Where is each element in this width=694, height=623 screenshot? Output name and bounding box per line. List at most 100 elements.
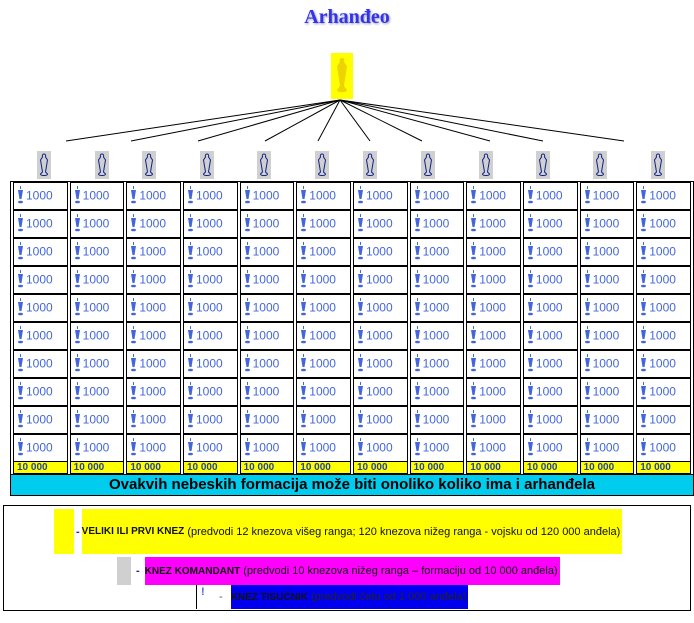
thousand-icon xyxy=(74,409,81,431)
thousand-icon xyxy=(640,325,647,347)
cell-value: 1000 xyxy=(422,440,450,455)
cell-value: 1000 xyxy=(252,244,280,259)
thousand-icon xyxy=(187,213,194,235)
cell-value: 1000 xyxy=(26,188,53,203)
thousand-icon xyxy=(357,437,364,459)
cell-value: 1000 xyxy=(649,244,676,259)
cell-value: 1000 xyxy=(535,300,563,315)
cell-value: 1000 xyxy=(309,244,336,259)
cell-value: 1000 xyxy=(535,384,563,399)
thousand-icon xyxy=(414,269,421,291)
grid-cell: 1000 xyxy=(466,182,521,210)
grid-cell: 1000 xyxy=(239,406,295,434)
thousand-icon xyxy=(640,381,647,403)
thousand-icon xyxy=(640,185,647,207)
formation-banner: Ovakvih nebeskih formacija može biti ono… xyxy=(11,474,693,495)
thousand-icon xyxy=(584,241,591,263)
cell-value: 1000 xyxy=(592,188,620,203)
cell-value: 1000 xyxy=(82,244,110,259)
grid-cell: 1000 xyxy=(296,322,351,350)
legend-item-great-prince: - VELIKI ILI PRVI KNEZ (predvodi 12 knez… xyxy=(54,509,623,554)
legend: - VELIKI ILI PRVI KNEZ (predvodi 12 knez… xyxy=(3,505,691,611)
grid-cell: 1000 xyxy=(126,434,181,462)
commander-icon xyxy=(479,151,493,179)
grid-cell: 1000 xyxy=(69,266,125,294)
grid-cell: 1000 xyxy=(409,434,465,462)
thousand-icon xyxy=(244,185,251,207)
cell-value: 1000 xyxy=(195,384,223,399)
commander-icon xyxy=(257,151,271,179)
hierarchy-line xyxy=(65,99,341,142)
grid-cell: 1000 xyxy=(466,294,521,322)
cell-value: 1000 xyxy=(252,328,280,343)
grid-cell: 1000 xyxy=(13,350,68,378)
grid-cell: 1000 xyxy=(409,238,465,266)
grid-cell: 1000 xyxy=(296,406,351,434)
thousand-icon xyxy=(17,297,24,319)
hierarchy-line xyxy=(197,99,341,142)
thousand-icon xyxy=(130,409,137,431)
cell-value: 1000 xyxy=(365,300,393,315)
cell-value: 1000 xyxy=(309,440,336,455)
thousand-icon: ! xyxy=(201,586,205,598)
grid-cell: 1000 xyxy=(182,238,238,266)
grid-cell: 1000 xyxy=(352,406,408,434)
cell-value: 1000 xyxy=(649,356,676,371)
grid-cell: 1000 xyxy=(126,350,181,378)
hierarchy-line xyxy=(339,99,544,142)
grid-cell: 1000 xyxy=(296,266,351,294)
grid-cell: 1000 xyxy=(409,378,465,406)
cell-value: 1000 xyxy=(365,188,393,203)
grid-cell: 1000 xyxy=(182,210,238,238)
grid-cell: 1000 xyxy=(239,238,295,266)
thousand-icon xyxy=(584,185,591,207)
grid-cell: 1000 xyxy=(239,182,295,210)
grid-cell: 1000 xyxy=(352,378,408,406)
cell-value: 1000 xyxy=(139,412,167,427)
cell-value: 1000 xyxy=(535,412,563,427)
grid-cell: 1000 xyxy=(239,210,295,238)
cell-value: 1000 xyxy=(649,328,676,343)
cell-value: 1000 xyxy=(82,300,110,315)
grid-cell: 1000 xyxy=(182,294,238,322)
legend-item-commander: - KNEZ KOMANDANT (predvodi 10 knezova ni… xyxy=(117,557,560,585)
grid-cell: 1000 xyxy=(636,210,691,238)
thousand-icon xyxy=(470,353,477,375)
cell-value: 1000 xyxy=(365,328,393,343)
thousand-icon xyxy=(74,437,81,459)
grid-cell: 1000 xyxy=(296,210,351,238)
thousand-icon xyxy=(584,409,591,431)
grid-cell: 1000 xyxy=(352,294,408,322)
cell-value: 1000 xyxy=(365,216,393,231)
grid-cell: 1000 xyxy=(296,182,351,210)
archangel-icon xyxy=(331,53,353,99)
cell-value: 1000 xyxy=(252,356,280,371)
thousand-icon xyxy=(470,269,477,291)
cell-value: 1000 xyxy=(309,272,336,287)
grid-cell: 1000 xyxy=(522,350,578,378)
grid-cell: 1000 xyxy=(239,350,295,378)
thousand-icon xyxy=(584,353,591,375)
grid-cell: 1000 xyxy=(579,266,635,294)
cell-value: 1000 xyxy=(479,300,506,315)
cell-value: 1000 xyxy=(82,328,110,343)
thousand-icon xyxy=(187,241,194,263)
thousand-icon xyxy=(527,297,534,319)
cell-value: 1000 xyxy=(535,356,563,371)
thousand-icon xyxy=(300,241,307,263)
thousand-icon xyxy=(17,241,24,263)
legend-dash: - xyxy=(136,565,140,577)
commander-icon xyxy=(315,151,329,179)
grid-cell: 1000 xyxy=(579,378,635,406)
diagram-title: Arhanđeo xyxy=(304,6,390,28)
legend-dash: - xyxy=(219,591,223,603)
thousand-icon xyxy=(470,213,477,235)
grid-cell: 1000 xyxy=(69,378,125,406)
grid-cell: 1000 xyxy=(126,406,181,434)
hierarchy-line xyxy=(339,99,625,142)
grid-cell: 1000 xyxy=(466,210,521,238)
cell-value: 1000 xyxy=(309,300,336,315)
